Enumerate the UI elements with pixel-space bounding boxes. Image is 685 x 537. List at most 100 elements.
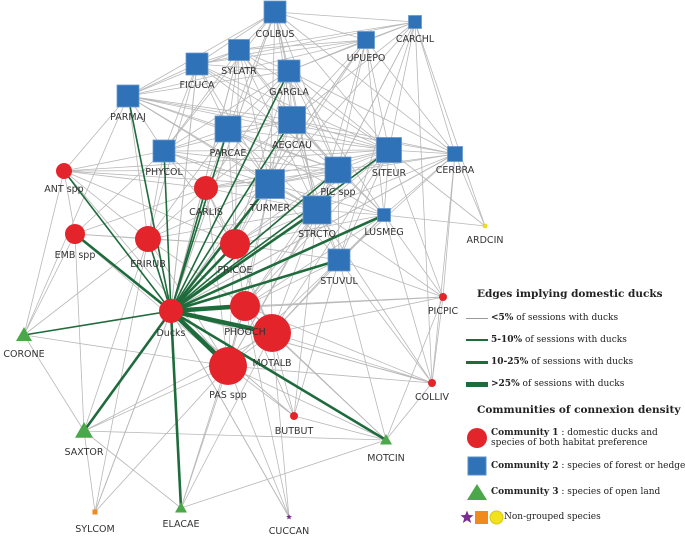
edge-strcto-butbut — [293, 209, 318, 417]
edge-motcin-picpic — [385, 296, 444, 441]
edge-ant-spp-pic-spp — [63, 169, 339, 172]
node-label-saxtor: SAXTOR — [65, 447, 104, 458]
edge-erirub-saxtor — [83, 238, 149, 432]
edge-lusmeg-cerbra — [383, 153, 456, 216]
duck-edge-ficuca — [170, 63, 198, 312]
edge-phooch-turmer — [244, 183, 271, 307]
edge-picpic-colliv — [431, 296, 444, 384]
edge-stuvul-picpic — [338, 259, 444, 298]
edge-phycol-siteur — [163, 149, 390, 152]
node-label-ardcin: ARDCIN — [467, 235, 504, 246]
node-siteur — [376, 137, 402, 163]
node-label-carlis: CARLIS — [189, 207, 223, 218]
edge-gargla-phycol — [163, 70, 290, 152]
edge-phycol-pic-spp — [163, 150, 339, 171]
legend-edge-rest-1: of sessions with ducks — [513, 313, 619, 323]
edge-lusmeg-picpic — [383, 214, 444, 298]
edge-upuepo-pic-spp — [337, 39, 367, 171]
node-saxtor — [75, 422, 93, 438]
node-label-sylcom: SYLCOM — [75, 524, 114, 535]
duck-edge-phycol — [163, 150, 172, 312]
legend-edge-rest-2: of sessions with ducks — [522, 335, 627, 345]
edge-emb-spp-carlis — [74, 187, 207, 235]
edge-parmaj-strcto — [127, 95, 318, 211]
edge-parmaj-aegcau — [127, 95, 293, 121]
duck-edge-parmaj — [127, 95, 172, 312]
edge-colbus-siteur — [274, 11, 390, 151]
edge-fricoe-stuvul — [234, 243, 340, 261]
node-cerbra — [447, 146, 463, 162]
edge-motalb-lusmeg — [271, 214, 385, 334]
nodes-layer — [16, 0, 488, 520]
node-colbus — [263, 0, 287, 24]
edge-phycol-strcto — [163, 150, 318, 211]
node-phycol — [152, 139, 176, 163]
legend-nongrouped-row: Non-grouped species — [460, 505, 685, 529]
edge-erirub-phooch — [147, 238, 246, 307]
yellow-circle-icon — [489, 510, 504, 524]
edge-corone-parmaj — [23, 95, 129, 336]
node-phooch — [230, 291, 260, 321]
edge-corone-saxtor — [23, 334, 85, 432]
edge-ant-spp-corone — [23, 170, 65, 336]
legend-edge-row-3: 10-25% of sessions with ducks — [463, 351, 685, 373]
legend-edges-title: Edges implying domestic ducks — [477, 288, 663, 300]
legend-edge-pct-1: <5% — [491, 313, 514, 323]
edge-width-2-swatch — [466, 339, 488, 341]
edge-carchl-gargla — [288, 21, 416, 72]
node-aegcau — [278, 106, 306, 134]
duck-edge-sylcom — [94, 310, 172, 513]
node-label-colbus: COLBUS — [256, 29, 295, 40]
edge-saxtor-elacae — [83, 430, 182, 509]
edge-emb-spp-phycol — [74, 150, 165, 235]
edge-pas-spp-cuccan — [227, 365, 290, 518]
legend-communities-title: Communities of connexion density — [477, 404, 681, 416]
edge-sylatr-siteur — [238, 49, 390, 151]
node-sylatr — [228, 39, 250, 61]
edge-aegcau-strcto — [291, 119, 318, 211]
legend-edge-rest-4: of sessions with ducks — [519, 379, 625, 389]
edge-cerbra-ardcin — [454, 153, 486, 227]
edge-saxtor-motalb — [83, 332, 273, 432]
node-label-emb-spp: EMB spp — [55, 250, 96, 261]
edge-aegcau-siteur — [291, 119, 390, 151]
legend-edge-pct-4: >25% — [491, 379, 520, 389]
edge-pas-spp-sylcom — [94, 365, 229, 513]
edge-parmaj-ficuca — [127, 63, 198, 97]
edge-phycol-turmer — [163, 150, 271, 185]
node-picpic — [439, 293, 447, 301]
edge-erirub-parcae — [147, 128, 229, 240]
duck-edge-pic-spp — [170, 169, 339, 312]
node-label-elacae: ELACAE — [163, 519, 200, 530]
node-label-ducks: Ducks — [156, 328, 185, 339]
legend-community-2-text: : species of forest or hedges — [558, 461, 685, 471]
edge-parmaj-siteur — [127, 95, 390, 151]
edge-siteur-ardcin — [388, 149, 486, 227]
edge-phooch-butbut — [244, 305, 295, 417]
duck-edge-colliv — [170, 310, 433, 384]
node-label-ficuca: FICUCA — [180, 80, 215, 91]
edge-colbus-phycol — [163, 11, 276, 152]
edge-sylatr-phycol — [163, 49, 240, 152]
edge-lusmeg-ardcin — [383, 214, 486, 227]
edge-emb-spp-corone — [23, 233, 76, 336]
duck-edge-corone — [23, 310, 172, 336]
node-label-cuccan: CUCCAN — [269, 526, 309, 537]
node-emb-spp — [65, 224, 85, 244]
node-carlis — [194, 176, 218, 200]
legend-community-1-text: : domestic ducks and — [558, 428, 658, 438]
node-label-erirub: ERIRUB — [130, 259, 165, 270]
edge-gargla-cerbra — [288, 70, 456, 155]
duck-edge-cuccan — [170, 310, 290, 518]
node-label-turmer: TURMER — [249, 203, 291, 214]
edge-colbus-turmer — [269, 11, 276, 185]
duck-edge-parcae — [170, 128, 229, 312]
edge-siteur-stuvul — [338, 149, 390, 261]
legend-edge-pct-2: 5-10% — [491, 335, 523, 345]
legend-edge-pct-3: 10-25% — [491, 357, 529, 367]
edge-saxtor-sylcom — [83, 430, 96, 513]
duck-edge-strcto — [169, 208, 319, 313]
edge-elacae-phooch — [180, 305, 246, 509]
edge-stuvul-cerbra — [338, 153, 456, 261]
